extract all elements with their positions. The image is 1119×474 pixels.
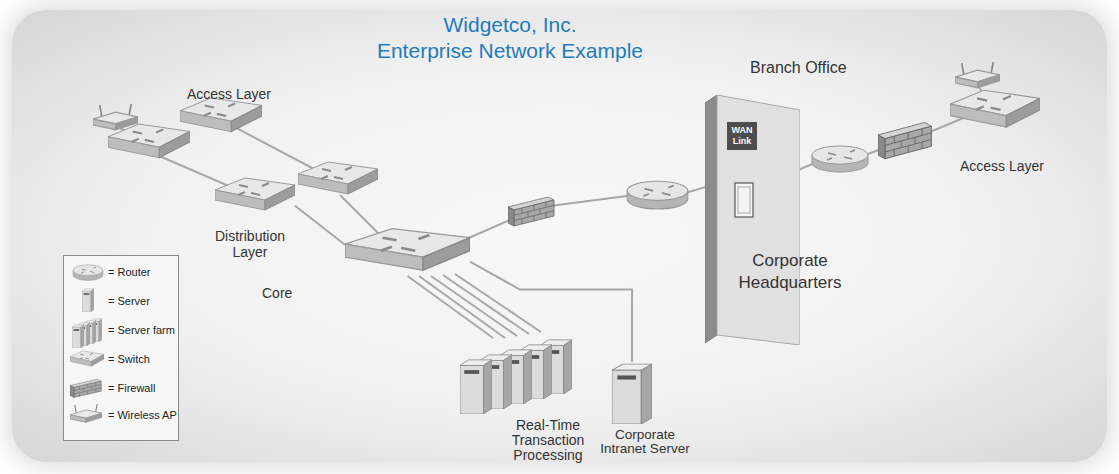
region-label: Access Layer (187, 86, 271, 103)
legend-box (64, 256, 179, 441)
switch-icon (70, 351, 104, 366)
network-wires (120, 86, 990, 338)
wireless-ap-icon (955, 62, 1000, 88)
server-icon (72, 325, 84, 348)
legend-text: = Router (108, 265, 151, 279)
switch-icon (950, 90, 1040, 127)
switch-icon (108, 124, 190, 158)
node-label: Real-Time Transaction Processing (502, 418, 594, 463)
legend-text: = Switch (108, 352, 150, 366)
router-icon (627, 181, 688, 209)
wireless-ap-icon (93, 104, 138, 130)
server-farm: Real-Time Transaction Processing (458, 338, 575, 414)
switch-icon (298, 162, 378, 194)
wire (455, 274, 541, 332)
firewall-icon (878, 123, 931, 159)
switch-icon (180, 98, 262, 132)
legend-text: = Wireless AP (108, 408, 177, 422)
node-label: Access Layer (960, 158, 1070, 174)
legend-text: = Firewall (108, 381, 155, 395)
wireless-ap-icon (70, 404, 102, 422)
wan-link-wall: WAN Link (705, 95, 800, 345)
server-icon (460, 360, 492, 414)
switch-icon (215, 178, 295, 210)
title-text: Widgetco, Inc. Enterprise Network Exampl… (377, 13, 643, 62)
region-label: Corporate Headquarters (720, 250, 860, 294)
legend-frame (64, 256, 179, 441)
core-switch: Core (345, 228, 470, 276)
diagram-title: Widgetco, Inc. Enterprise Network Exampl… (372, 12, 648, 64)
legend-text: = Server farm (108, 323, 175, 337)
server-icon (82, 289, 94, 312)
region-label: Branch Office (750, 59, 847, 76)
node-label: Core (262, 285, 322, 301)
server-farm-icon (460, 340, 572, 414)
intranet-server: Corporate Intranet Server (612, 362, 652, 424)
access-switch: Access Layer (950, 90, 1040, 134)
node-label: WAN Link (727, 122, 757, 150)
core-switch-icon (345, 229, 470, 271)
node-label: Corporate Intranet Server (595, 428, 695, 456)
firewall-icon (508, 197, 554, 226)
router-icon (812, 146, 868, 172)
wire (443, 275, 529, 334)
title-spacer (372, 12, 402, 32)
node-label: Distribution Layer (210, 228, 290, 260)
network-link (295, 206, 345, 245)
server-icon (612, 364, 652, 424)
network-link (408, 276, 494, 338)
firewall-icon (70, 379, 101, 397)
distribution-switch: Distribution Layer (215, 178, 295, 215)
router-icon (73, 265, 103, 281)
legend-text: = Server (108, 294, 150, 308)
title-spacer (618, 12, 648, 32)
wire (419, 276, 505, 338)
